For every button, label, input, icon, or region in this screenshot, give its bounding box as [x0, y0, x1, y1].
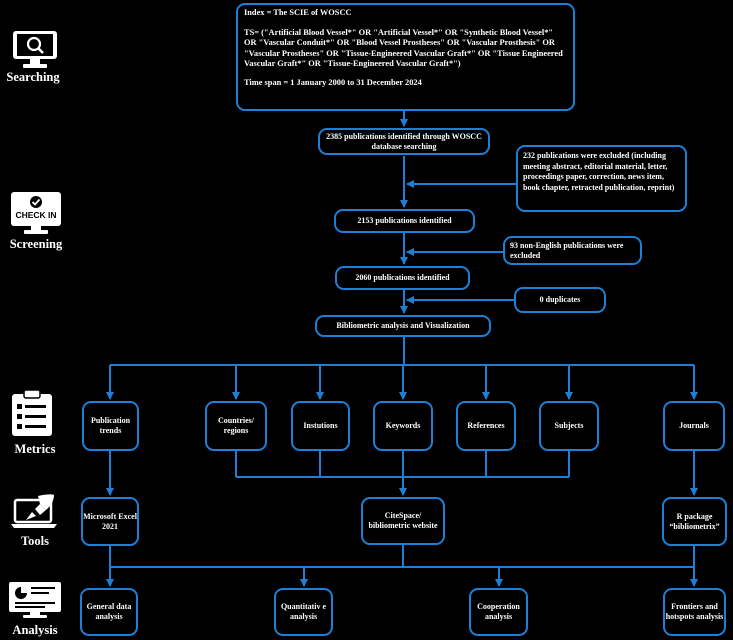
laptop-rocket-icon	[11, 494, 57, 528]
search-query-box: Index = The SCIE of WOSCC TS= ("Artifici…	[236, 3, 575, 111]
stage-label-screening: Screening	[9, 237, 63, 251]
box-bibliometric-analysis: Bibliometric analysis and Visualization	[315, 315, 491, 337]
analysis-general: General data analysis	[80, 588, 138, 636]
box-232-excluded: 232 publications were excluded (includin…	[516, 145, 687, 212]
query-timespan: Time span = 1 January 2000 to 31 Decembe…	[244, 78, 422, 88]
stage-label-analysis: Analysis	[12, 623, 58, 637]
metric-journals: Journals	[663, 401, 725, 451]
stage-label-metrics: Metrics	[14, 442, 56, 456]
box-2060-identified: 2060 publications identified	[335, 266, 470, 290]
analysis-quantitative: Quantitativ e analysis	[274, 588, 333, 636]
metric-institutions: Instutions	[291, 401, 350, 451]
check-in-label: CHECK IN	[15, 210, 57, 220]
check-in-monitor-icon: CHECK IN	[10, 191, 62, 235]
analysis-frontiers: Frontiers and hotspots analysis	[663, 588, 726, 636]
clipboard-list-icon	[12, 389, 52, 436]
query-index: Index = The SCIE of WOSCC	[244, 8, 352, 17]
metric-keywords: Keywords	[373, 401, 433, 451]
tool-excel: Microsoft Excel 2021	[81, 497, 139, 546]
analysis-cooperation: Cooperation analysis	[469, 588, 528, 636]
monitor-search-icon	[13, 31, 57, 68]
metric-subjects: Subjects	[539, 401, 599, 451]
stage-label-tools: Tools	[20, 534, 50, 548]
tool-r-package: R package “bibliometrix”	[662, 497, 727, 546]
metric-references: References	[456, 401, 516, 451]
tool-citespace: CiteSpace/ bibliometric website	[361, 497, 445, 545]
box-2153-identified: 2153 publications identified	[334, 209, 475, 233]
box-93-excluded: 93 non-English publications were exclude…	[503, 236, 642, 265]
stage-label-searching: Searching	[6, 70, 60, 84]
metric-publication-trends: Publication trends	[82, 401, 139, 451]
dashboard-monitor-icon	[9, 582, 61, 618]
box-duplicates: 0 duplicates	[514, 287, 606, 313]
metric-countries-regions: Countries/ regions	[205, 401, 267, 451]
box-2385-identified: 2385 publications identified through WOS…	[318, 128, 490, 155]
query-ts: TS= ("Artificial Blood Vessel*" OR "Arti…	[244, 28, 563, 68]
